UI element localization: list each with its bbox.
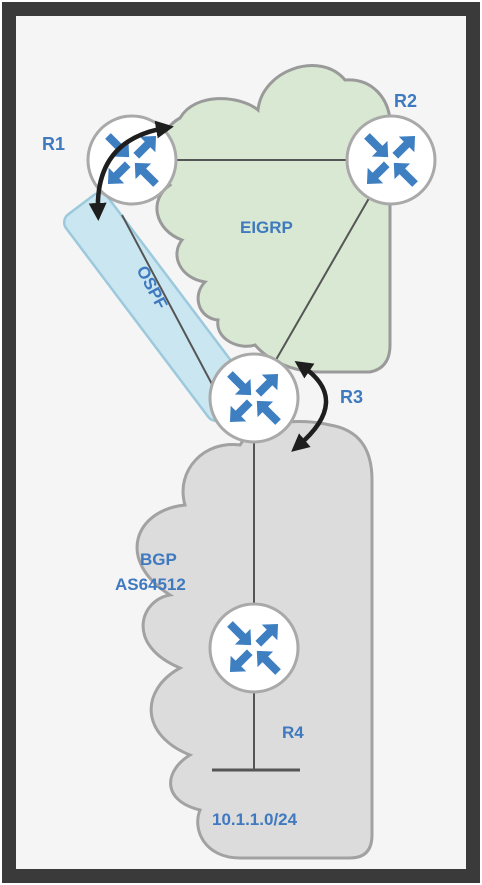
- label-r4: R4: [282, 723, 304, 742]
- router-r3[interactable]: [208, 352, 300, 444]
- curved-double-arrow-icon: [88, 120, 174, 221]
- router-icon: [208, 602, 300, 694]
- label-r1: R1: [42, 134, 65, 154]
- router-r2[interactable]: [345, 114, 437, 206]
- label-r2: R2: [394, 91, 417, 111]
- router-r4[interactable]: [208, 602, 300, 694]
- label-bgp-as: AS64512: [115, 575, 186, 594]
- label-bgp: BGP: [140, 550, 177, 569]
- link-r1-r3: [121, 214, 215, 389]
- curved-double-arrow-icon: [291, 360, 329, 452]
- link-r2-r3: [253, 159, 392, 399]
- label-eigrp: EIGRP: [240, 218, 293, 237]
- label-subnet: 10.1.1.0/24: [212, 810, 298, 829]
- router-icon: [208, 352, 300, 444]
- router-icon: [345, 114, 437, 206]
- label-r3: R3: [340, 387, 363, 407]
- eigrp-cloud: [155, 64, 392, 374]
